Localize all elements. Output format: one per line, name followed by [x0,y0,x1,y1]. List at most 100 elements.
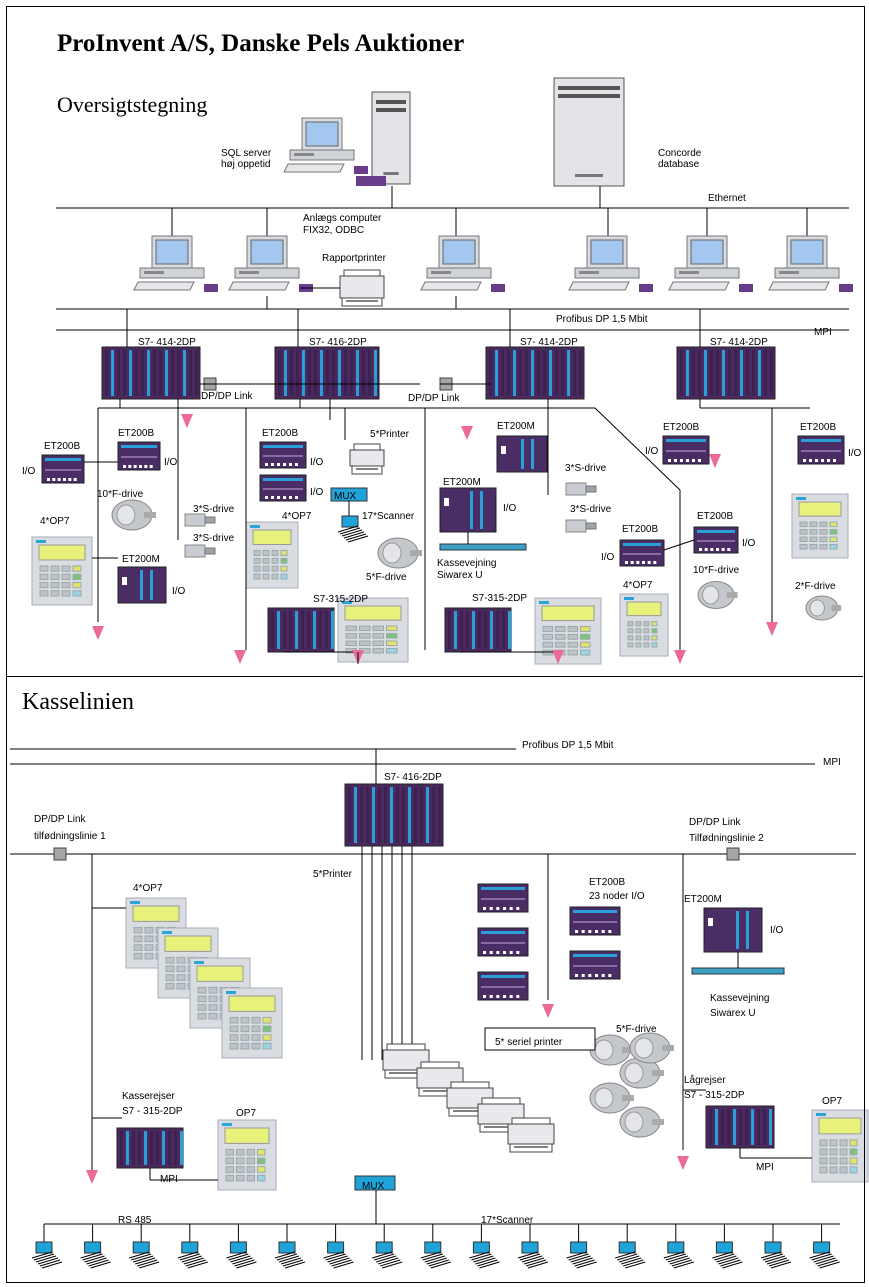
mux-label-1: MUX [334,491,357,502]
op7-panel-icon-a [31,536,93,606]
connector-line [673,1261,694,1269]
kl-et200m-module-icon [703,907,763,953]
kl-scanner-icon-3 [177,1241,208,1269]
connector-line [572,1257,593,1265]
kl-scanner-icon-5 [274,1241,306,1269]
connector-line [228,1253,249,1261]
scanner-icon-1 [337,515,369,543]
et200b-module-icon-b [117,441,161,471]
arrow-down-icon-9 [766,622,778,636]
connector-line [372,1251,393,1259]
arrow-down-icon-3 [234,650,246,664]
io-label-c: I/O [172,586,186,597]
s-drive-icon-a [184,513,216,527]
connector-line [133,1255,154,1263]
connector-line [325,1253,346,1261]
kl-dp-link-box-icon-2 [726,847,740,861]
kl-lagrejser-label: Lågrejser [684,1075,726,1086]
f-drive-2-label: 2*F-drive [795,581,836,592]
profibus-label: Profibus DP 1,5 Mbit [556,314,648,325]
workstation-icon-2 [420,235,505,292]
kl-link1-label-2: tilfødningslinie 1 [34,831,106,842]
kl-scanner-icon-11 [566,1241,597,1269]
op7-panel-icon-d [619,593,669,657]
connector-line [90,1261,111,1269]
kl-io-label: I/O [770,925,784,936]
kl-rs485-label: RS 485 [118,1215,152,1226]
connector-line [327,1255,348,1263]
s-drive-label-b: 3*S-drive [193,533,235,544]
kl-f-drive-icon-2 [589,1082,634,1114]
plc-414-rack-2 [485,346,585,400]
connector-line [226,1251,247,1259]
connector-line [139,1261,160,1269]
io-label-f: I/O [503,503,517,514]
s-drive-icon-d [565,519,597,533]
kl-scanner-icon-4 [226,1241,257,1269]
connector-line [187,1261,208,1269]
connector-line [33,1253,55,1261]
kl-et200b-module-icon-3 [569,906,621,936]
connector-line [234,1259,255,1267]
scale-icon [439,543,527,551]
sql-server-pad-icon [356,176,386,186]
sql-server-tower-icon [371,91,411,185]
io-label-d: I/O [310,457,324,468]
kl-lagrejser-rack [705,1105,775,1149]
kl-arrow-down-icon-3 [677,1156,689,1170]
connector-line [331,1259,352,1267]
connector-line [84,1255,105,1263]
et200m-module-icon-b [496,435,548,473]
kl-scanner-icon-1 [80,1241,111,1269]
et200m-label-b: ET200M [497,421,535,432]
report-printer-icon [339,269,385,307]
connector-line [819,1261,840,1269]
kl-scanner-icon-9 [469,1241,500,1269]
et200b-label-e: ET200B [697,511,734,522]
connector-line [663,1251,684,1259]
op7-label-c: 4*OP7 [623,580,653,591]
et200m-label-c: ET200M [443,477,481,488]
s7-315-label-a: S7-315-2DP [313,594,369,605]
kl-lagrejser-label-2: S7 - 315-2DP [684,1090,745,1101]
connector-line [39,1259,61,1267]
plc-414-rack-3 [676,346,776,400]
connector-line [760,1251,782,1259]
plc-414-rack-1 [101,346,201,400]
concorde-label: Concorde [658,148,702,159]
connector-line [712,1251,733,1259]
connector-line [333,1261,354,1269]
s7-315-label-b: S7-315-2DP [472,593,528,604]
kl-scanner-icon-15 [760,1241,792,1269]
kl-scanner-icon-13 [663,1241,694,1269]
kl-et200b-module-icon-4 [569,950,621,980]
f-drive-5-label: 5*F-drive [366,572,407,583]
sql-workstation-icon [283,117,368,174]
kl-op7-4-label: 4*OP7 [133,883,163,894]
connector-line [477,1259,498,1267]
io-label-e: I/O [310,487,324,498]
connector-line [576,1261,597,1269]
connector-line [517,1251,539,1259]
connector-line [519,1253,541,1261]
connector-line [617,1253,638,1261]
kl-mpi-label-b: MPI [756,1162,774,1173]
s-drive-label-c: 3*S-drive [565,463,607,474]
connector-line [380,1259,401,1267]
dp-link-label-2: DP/DP Link [408,393,460,404]
connector-line [473,1255,494,1263]
connector-line [568,1253,589,1261]
et200b-module-icon-d2 [619,539,665,567]
kl-et200b-module-icon-2 [477,971,529,1001]
workstation-icon-3 [568,235,653,292]
connector-line [570,1255,591,1263]
kl-profibus-label: Profibus DP 1,5 Mbit [522,740,614,751]
kl-dp-link-box-icon-1 [53,847,67,861]
connector-line [274,1251,296,1259]
s7-315-rack-a [267,607,335,653]
kl-et200b-module-icon-0 [477,883,529,913]
io-label-a: I/O [22,466,36,477]
printer5-label: 5*Printer [370,429,409,440]
sql-server-label-2: høj oppetid [221,159,271,170]
